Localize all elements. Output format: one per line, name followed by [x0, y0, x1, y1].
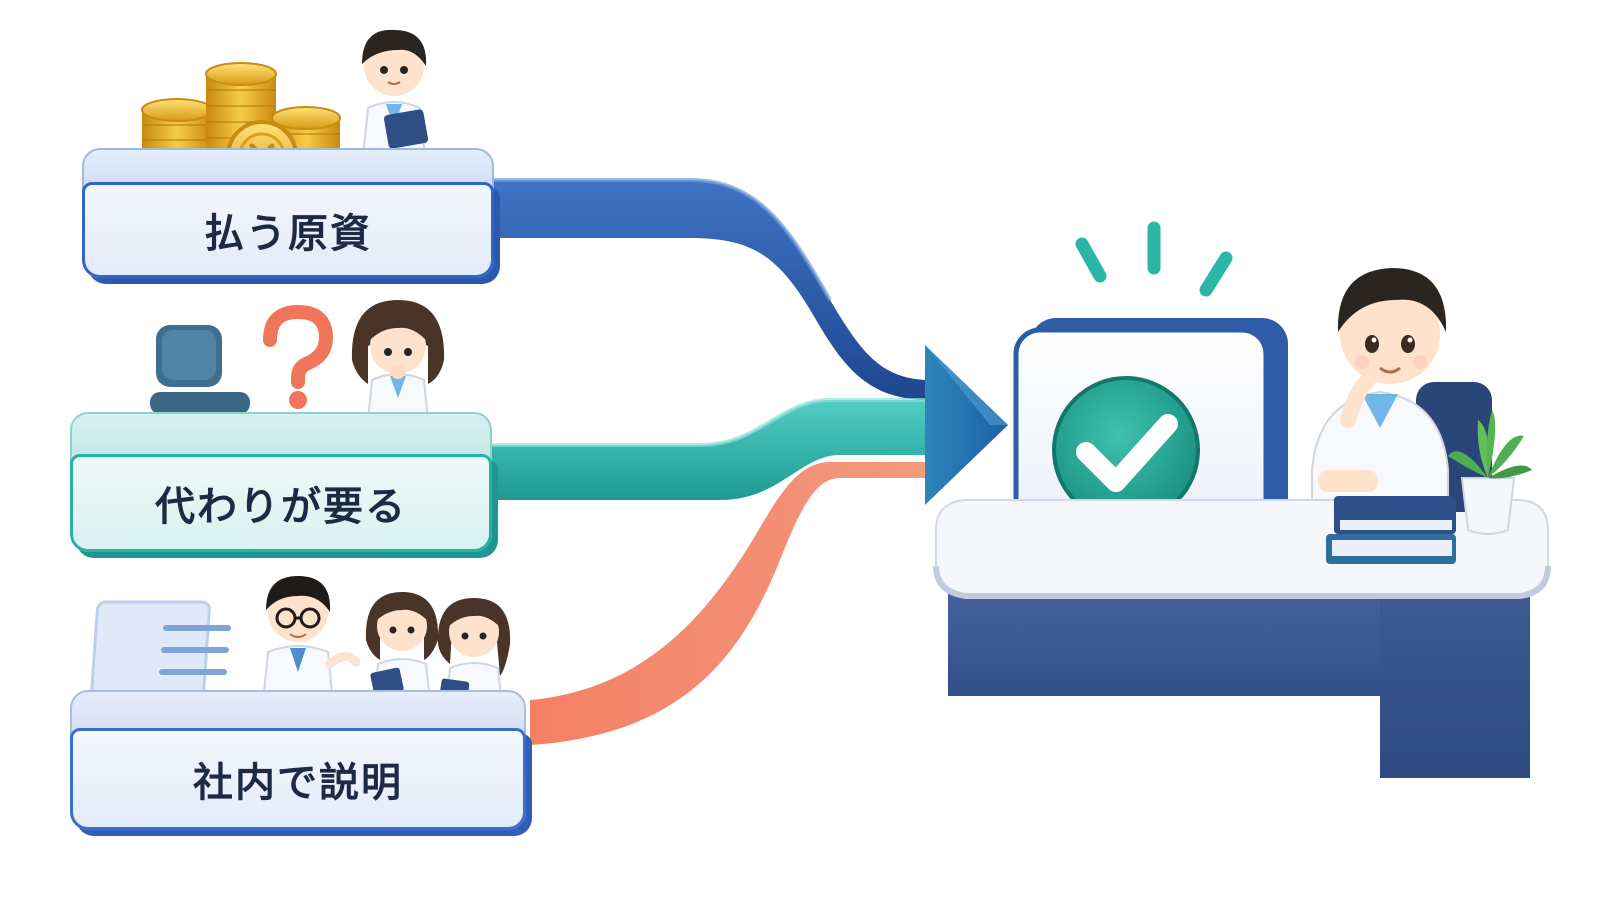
plant-icon: [1448, 410, 1532, 535]
doctor-at-desk: [1311, 268, 1449, 501]
platform-face: 社内で説明: [70, 728, 526, 830]
book-stack-icon: [1326, 496, 1456, 564]
question-mark-icon: [263, 304, 334, 409]
item-platform-funds: 払う原資: [82, 148, 494, 278]
item-label: 払う原資: [204, 211, 372, 257]
arrow-navy: [486, 180, 940, 400]
desk: [933, 499, 1551, 778]
burst-lines: [1075, 221, 1233, 297]
item-platform-explain: 社内で説明: [70, 690, 526, 830]
checkmark-icon: [1052, 376, 1200, 524]
item-label: 社内で説明: [193, 760, 403, 806]
platform-face: 払う原資: [82, 182, 494, 278]
flow-arrows: [486, 178, 1008, 745]
arrow-teal: [486, 400, 930, 500]
platform-face: 代わりが要る: [70, 454, 492, 552]
item-platform-replacement: 代わりが要る: [70, 412, 492, 552]
item-label: 代わりが要る: [155, 484, 407, 530]
arrow-coral: [530, 462, 930, 745]
arrow-head: [925, 345, 1008, 505]
